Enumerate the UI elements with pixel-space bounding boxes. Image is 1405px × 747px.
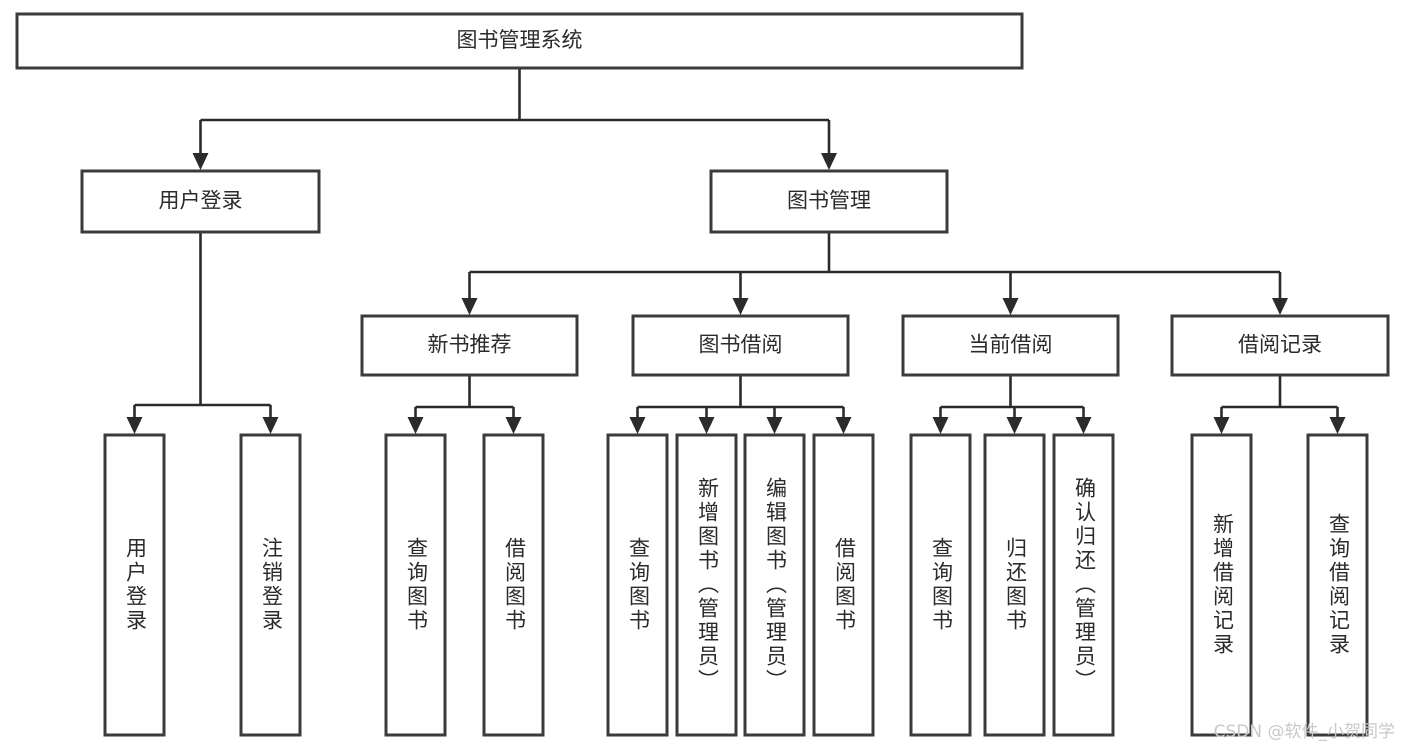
node-leaf-user-login[interactable]: 用户登录 [103, 433, 166, 737]
node-leaf-query-record[interactable]: 查询借阅记录 [1306, 433, 1369, 737]
node-box-leaf-confirm-return [1052, 433, 1115, 737]
node-label-leaf-add-book: 新增图书（管理员） [696, 477, 720, 693]
node-label-leaf-borrow-book-2: 借阅图书 [833, 537, 857, 633]
node-box-leaf-add-book [675, 433, 738, 737]
arrow-new-book-recommend-1 [505, 417, 522, 434]
node-system[interactable]: 图书管理系统 [15, 12, 1024, 70]
node-layer: 图书管理系统用户登录图书管理新书推荐图书借阅当前借阅借阅记录用户登录注销登录查询… [15, 12, 1390, 737]
node-leaf-query-book-2[interactable]: 查询图书 [606, 433, 669, 737]
node-label-leaf-query-record: 查询借阅记录 [1327, 513, 1351, 657]
node-box-borrow-record [1170, 314, 1390, 377]
arrow-user-login-1 [262, 417, 279, 434]
node-label-leaf-user-login: 用户登录 [124, 537, 148, 633]
arrow-borrow-record-1 [1329, 417, 1346, 434]
node-label-user-login: 用户登录 [159, 189, 243, 213]
node-box-leaf-logout [239, 433, 302, 737]
node-label-system: 图书管理系统 [457, 28, 583, 52]
node-leaf-confirm-return[interactable]: 确认归还（管理员） [1052, 433, 1115, 737]
node-book-manage[interactable]: 图书管理 [709, 169, 949, 234]
node-label-borrow-record: 借阅记录 [1238, 333, 1322, 357]
arrow-root-0 [192, 153, 209, 170]
node-leaf-logout[interactable]: 注销登录 [239, 433, 302, 737]
arrow-borrow-record-0 [1213, 417, 1230, 434]
node-box-user-login [80, 169, 321, 234]
node-leaf-borrow-book-2[interactable]: 借阅图书 [812, 433, 875, 737]
node-label-leaf-query-book-3: 查询图书 [930, 537, 954, 633]
node-current-borrow[interactable]: 当前借阅 [901, 314, 1120, 377]
arrow-book-manage-0 [461, 298, 478, 315]
arrow-new-book-recommend-0 [407, 417, 424, 434]
node-box-leaf-return-book [983, 433, 1046, 737]
node-leaf-borrow-book-1[interactable]: 借阅图书 [482, 433, 545, 737]
node-label-leaf-add-record: 新增借阅记录 [1211, 513, 1235, 657]
arrow-book-borrow-0 [629, 417, 646, 434]
node-box-new-book-recommend [360, 314, 579, 377]
node-book-borrow[interactable]: 图书借阅 [631, 314, 850, 377]
node-box-leaf-edit-book [743, 433, 806, 737]
node-box-leaf-query-book-3 [909, 433, 972, 737]
arrow-current-borrow-1 [1006, 417, 1023, 434]
node-box-system [15, 12, 1024, 70]
node-label-leaf-query-book-2: 查询图书 [627, 537, 651, 633]
node-label-leaf-logout: 注销登录 [260, 537, 284, 633]
node-box-current-borrow [901, 314, 1120, 377]
node-box-leaf-add-record [1190, 433, 1253, 737]
arrow-book-manage-2 [1002, 298, 1019, 315]
node-leaf-edit-book[interactable]: 编辑图书（管理员） [743, 433, 806, 737]
node-leaf-add-record[interactable]: 新增借阅记录 [1190, 433, 1253, 737]
node-user-login[interactable]: 用户登录 [80, 169, 321, 234]
arrow-book-borrow-1 [698, 417, 715, 434]
node-label-leaf-query-book-1: 查询图书 [405, 537, 429, 633]
node-leaf-add-book[interactable]: 新增图书（管理员） [675, 433, 738, 737]
node-box-leaf-query-record [1306, 433, 1369, 737]
arrow-root-1 [821, 153, 837, 170]
node-label-leaf-borrow-book-1: 借阅图书 [503, 537, 527, 633]
watermark-text: CSDN @软件_小贺同学 [1213, 722, 1395, 742]
arrow-book-borrow-3 [835, 417, 852, 434]
node-label-leaf-edit-book: 编辑图书（管理员） [764, 477, 788, 693]
node-new-book-recommend[interactable]: 新书推荐 [360, 314, 579, 377]
arrow-book-borrow-2 [766, 417, 783, 434]
node-label-leaf-confirm-return: 确认归还（管理员） [1073, 477, 1097, 693]
arrow-current-borrow-0 [932, 417, 949, 434]
arrow-user-login-0 [126, 417, 143, 434]
node-box-book-manage [709, 169, 949, 234]
node-box-leaf-user-login [103, 433, 166, 737]
node-box-leaf-query-book-1 [384, 433, 447, 737]
node-leaf-return-book[interactable]: 归还图书 [983, 433, 1046, 737]
node-leaf-query-book-1[interactable]: 查询图书 [384, 433, 447, 737]
node-label-leaf-return-book: 归还图书 [1004, 537, 1028, 633]
node-box-book-borrow [631, 314, 850, 377]
node-label-new-book-recommend: 新书推荐 [428, 333, 512, 357]
arrow-book-manage-3 [1272, 298, 1288, 315]
node-box-leaf-query-book-2 [606, 433, 669, 737]
node-borrow-record[interactable]: 借阅记录 [1170, 314, 1390, 377]
arrow-current-borrow-2 [1075, 417, 1092, 434]
node-box-leaf-borrow-book-1 [482, 433, 545, 737]
node-leaf-query-book-3[interactable]: 查询图书 [909, 433, 972, 737]
arrow-book-manage-1 [732, 298, 749, 315]
node-label-book-manage: 图书管理 [787, 189, 871, 213]
node-label-current-borrow: 当前借阅 [969, 333, 1053, 357]
node-box-leaf-borrow-book-2 [812, 433, 875, 737]
connector-layer [126, 68, 1346, 434]
node-label-book-borrow: 图书借阅 [699, 333, 783, 357]
